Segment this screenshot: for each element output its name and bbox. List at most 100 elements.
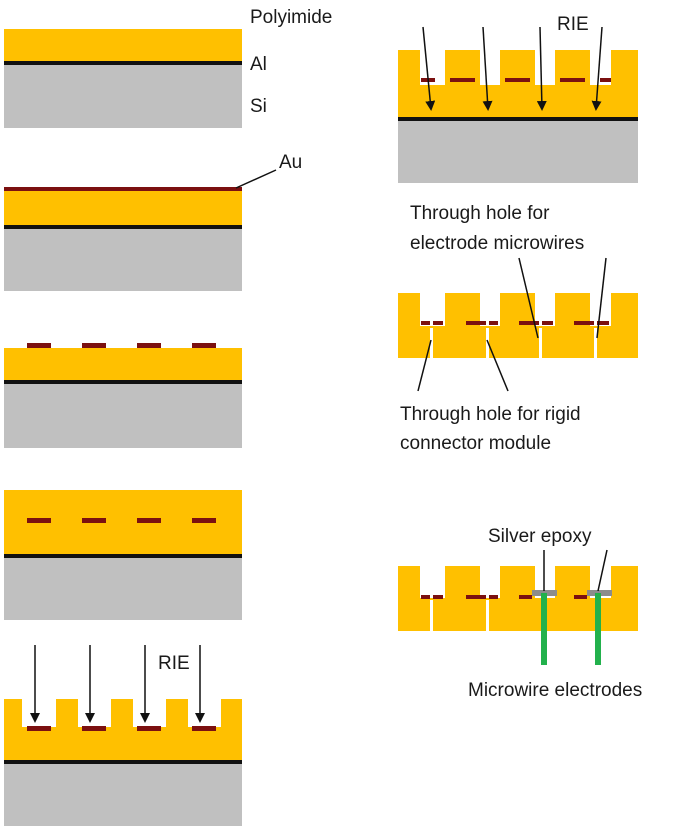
aluminum-layer bbox=[4, 760, 242, 764]
au-dash bbox=[542, 321, 553, 325]
au-dash bbox=[560, 78, 585, 82]
aluminum-layer bbox=[398, 117, 638, 121]
microwire-electrode bbox=[595, 593, 601, 665]
through-hole bbox=[430, 328, 433, 358]
au-trace bbox=[137, 518, 161, 523]
polyimide-pillar bbox=[500, 566, 535, 600]
polyimide-layer bbox=[4, 191, 242, 225]
au-pad bbox=[192, 343, 216, 348]
au-dash bbox=[421, 321, 430, 325]
au-dash bbox=[505, 78, 530, 82]
au-dash bbox=[597, 321, 609, 325]
rie-arrow bbox=[482, 26, 493, 111]
au-dash bbox=[433, 595, 443, 599]
au-pointer-line bbox=[235, 169, 277, 189]
au-exposed bbox=[27, 726, 51, 731]
label-through-hole-connector-line2: connector module bbox=[400, 433, 551, 454]
au-trace bbox=[27, 518, 51, 523]
label-si: Si bbox=[250, 96, 267, 117]
au-dash bbox=[433, 321, 443, 325]
label-microwire-electrodes: Microwire electrodes bbox=[468, 680, 642, 701]
label-rie-left: RIE bbox=[158, 653, 190, 674]
au-pad bbox=[82, 343, 106, 348]
polyimide-pillar bbox=[398, 293, 420, 328]
pointer-line-connector-hole bbox=[486, 339, 509, 392]
au-dash bbox=[421, 595, 430, 599]
label-silver-epoxy: Silver epoxy bbox=[488, 526, 592, 547]
polyimide-pillar bbox=[611, 566, 638, 600]
label-through-hole-connector-line1: Through hole for rigid bbox=[400, 404, 581, 425]
rie-arrow bbox=[422, 26, 436, 111]
polyimide-base bbox=[398, 326, 638, 358]
step-6-rie-right bbox=[398, 26, 638, 183]
aluminum-layer bbox=[4, 554, 242, 558]
silicon-substrate bbox=[398, 121, 638, 183]
silicon-substrate bbox=[4, 558, 242, 620]
au-pad bbox=[137, 343, 161, 348]
au-dash bbox=[519, 595, 532, 599]
step-7-released-through-holes bbox=[398, 293, 638, 358]
au-dash bbox=[489, 321, 498, 325]
au-pad bbox=[27, 343, 51, 348]
au-dash bbox=[466, 321, 486, 325]
silicon-substrate bbox=[4, 229, 242, 291]
pointer-line-connector-hole bbox=[417, 339, 432, 392]
au-dash bbox=[466, 595, 486, 599]
au-exposed bbox=[192, 726, 216, 731]
polyimide-base bbox=[398, 85, 638, 118]
pointer-line-electrode-hole bbox=[596, 257, 607, 339]
label-au: Au bbox=[279, 152, 302, 173]
label-rie-right: RIE bbox=[557, 14, 589, 35]
rie-arrow bbox=[536, 26, 547, 111]
step-3-au-patterned bbox=[4, 343, 242, 448]
silicon-substrate bbox=[4, 764, 242, 826]
aluminum-layer bbox=[4, 61, 242, 65]
polyimide-layer bbox=[4, 348, 242, 380]
pointer-line-silver-epoxy bbox=[597, 549, 608, 592]
au-dash bbox=[600, 78, 611, 82]
polyimide-layer bbox=[4, 29, 242, 62]
au-trace bbox=[82, 518, 106, 523]
step-1-polyimide-on-si bbox=[4, 29, 242, 128]
polyimide-pillar bbox=[221, 699, 242, 729]
label-through-hole-electrode-line1: Through hole for bbox=[410, 203, 550, 224]
aluminum-layer bbox=[4, 225, 242, 229]
au-dash bbox=[489, 595, 498, 599]
polyimide-base bbox=[4, 727, 242, 760]
au-dash bbox=[450, 78, 475, 82]
silicon-substrate bbox=[4, 65, 242, 128]
through-hole bbox=[539, 328, 542, 358]
polyimide-pillar bbox=[555, 566, 590, 600]
au-layer bbox=[4, 187, 242, 191]
polyimide-pillar bbox=[4, 699, 22, 729]
polyimide-pillar bbox=[111, 699, 133, 729]
polyimide-base bbox=[398, 598, 638, 631]
rie-arrow bbox=[591, 26, 603, 111]
step-8-microwire-assembly bbox=[398, 566, 638, 665]
through-hole bbox=[430, 600, 433, 631]
through-hole bbox=[486, 600, 489, 631]
through-hole bbox=[594, 328, 597, 358]
polyimide-pillar bbox=[445, 566, 480, 600]
pointer-line-electrode-hole bbox=[518, 257, 539, 339]
polyimide-pillar bbox=[398, 566, 420, 600]
label-through-hole-electrode-line2: electrode microwires bbox=[410, 233, 584, 254]
polyimide-pillar bbox=[611, 293, 638, 328]
au-dash bbox=[574, 595, 587, 599]
step-4-polyimide-encapsulation bbox=[4, 490, 242, 620]
au-dash bbox=[519, 321, 539, 325]
label-al: Al bbox=[250, 54, 267, 75]
au-trace bbox=[192, 518, 216, 523]
polyimide-pillar bbox=[398, 50, 420, 87]
polyimide-pillar bbox=[56, 699, 78, 729]
step-5-rie-etch bbox=[4, 645, 242, 826]
au-exposed bbox=[137, 726, 161, 731]
aluminum-layer bbox=[4, 380, 242, 384]
microwire-electrode bbox=[541, 593, 547, 665]
polyimide-pillar bbox=[611, 50, 638, 87]
polyimide-pillar bbox=[166, 699, 188, 729]
au-exposed bbox=[82, 726, 106, 731]
label-polyimide: Polyimide bbox=[250, 7, 332, 28]
silicon-substrate bbox=[4, 384, 242, 448]
